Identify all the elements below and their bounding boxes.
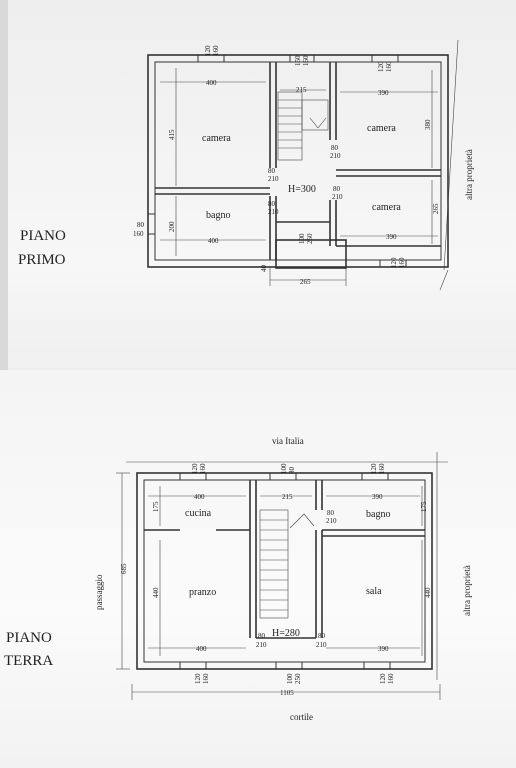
staircase bbox=[277, 91, 329, 161]
window-label: 160 bbox=[199, 463, 207, 474]
dim-label: 390 bbox=[372, 493, 383, 501]
dim-label: 40 bbox=[260, 265, 268, 273]
outer-wall bbox=[136, 472, 433, 670]
dim-label: 215 bbox=[296, 86, 307, 94]
door-label: 80 bbox=[268, 167, 276, 175]
dim-label: 215 bbox=[282, 493, 293, 501]
dim-label: 390 bbox=[378, 89, 389, 97]
dim-label: 390 bbox=[378, 645, 389, 653]
dim-label: 400 bbox=[196, 645, 207, 653]
dim-label: 200 bbox=[168, 221, 176, 232]
door-label: 210 bbox=[316, 641, 327, 649]
door-label: 80 bbox=[327, 509, 335, 517]
door-label: 80 bbox=[333, 185, 341, 193]
window-label: 120 bbox=[379, 673, 387, 684]
window-label: 100 bbox=[286, 673, 294, 684]
neighbor-label: altra proprietà bbox=[464, 149, 474, 200]
courtyard-label: cortile bbox=[290, 712, 313, 722]
height-label: H=300 bbox=[288, 184, 316, 195]
first-floor-plan bbox=[147, 39, 459, 291]
street-label: via Italia bbox=[272, 436, 304, 446]
window-label: 80 bbox=[137, 221, 145, 229]
window-label: 250 bbox=[294, 673, 302, 684]
window-label: 160 bbox=[378, 463, 386, 474]
room-bagno: bagno bbox=[366, 509, 390, 520]
window-label: 160 bbox=[387, 673, 395, 684]
dim-label: 175 bbox=[420, 501, 428, 512]
window-label: 120 bbox=[390, 257, 398, 268]
door-label: 80 bbox=[331, 144, 339, 152]
dim-label: 440 bbox=[152, 587, 160, 598]
window-label: 100 bbox=[298, 233, 306, 244]
ground-floor-title-line2: TERRA bbox=[4, 653, 53, 669]
passage-label: passaggio bbox=[94, 574, 104, 610]
room-cucina: cucina bbox=[185, 508, 212, 519]
window-label: 150 bbox=[294, 55, 302, 66]
dim-label: 1105 bbox=[280, 689, 294, 697]
door-label: 80 bbox=[268, 200, 276, 208]
door-label: 80 bbox=[258, 632, 266, 640]
room-pranzo: pranzo bbox=[189, 587, 216, 598]
door-label: 80 bbox=[318, 632, 326, 640]
dim-label: 390 bbox=[386, 233, 397, 241]
window-label: 120 bbox=[370, 463, 378, 474]
dim-label: 415 bbox=[168, 129, 176, 140]
window-label: 160 bbox=[133, 230, 144, 238]
window-label: 160 bbox=[202, 673, 210, 684]
door-label: 210 bbox=[326, 517, 337, 525]
door-label: 210 bbox=[268, 175, 279, 183]
window-label: 120 bbox=[194, 673, 202, 684]
dim-label: 380 bbox=[424, 119, 432, 130]
window-label: 120 bbox=[191, 463, 199, 474]
window-label: 160 bbox=[212, 45, 220, 56]
door-label: 210 bbox=[332, 193, 343, 201]
lower-sheet bbox=[0, 370, 516, 768]
window-label: 160 bbox=[385, 61, 393, 72]
dim-label: 685 bbox=[120, 563, 128, 574]
dim-label: 265 bbox=[432, 203, 440, 214]
room-sala: sala bbox=[366, 586, 382, 597]
door-label: 210 bbox=[256, 641, 267, 649]
dim-label: 265 bbox=[300, 278, 311, 286]
window-label: 120 bbox=[204, 45, 212, 56]
window-label: 160 bbox=[398, 257, 406, 268]
dim-label: 400 bbox=[206, 79, 217, 87]
window-label: 100 bbox=[280, 463, 288, 474]
room-bagno: bagno bbox=[206, 210, 230, 221]
neighbor-label: altra proprietà bbox=[462, 565, 472, 616]
first-floor-title-line1: PIANO bbox=[20, 228, 66, 244]
window-label: 160 bbox=[302, 55, 310, 66]
door-label: 210 bbox=[268, 208, 279, 216]
first-floor-title-line2: PRIMO bbox=[18, 252, 66, 268]
room-camera-top-right: camera bbox=[367, 123, 396, 134]
window-label: 120 bbox=[377, 61, 385, 72]
height-label: H=280 bbox=[272, 628, 300, 639]
dim-label: 175 bbox=[152, 501, 160, 512]
door-label: 210 bbox=[330, 152, 341, 160]
window-label: 80 bbox=[288, 467, 296, 475]
room-camera-left: camera bbox=[202, 133, 231, 144]
balcony bbox=[275, 239, 347, 269]
dim-label: 440 bbox=[424, 587, 432, 598]
room-camera-bottom-right: camera bbox=[372, 202, 401, 213]
staircase bbox=[259, 509, 315, 619]
ground-floor-plan bbox=[116, 452, 448, 700]
dim-label: 400 bbox=[194, 493, 205, 501]
dim-label: 400 bbox=[208, 237, 219, 245]
window-label: 250 bbox=[306, 233, 314, 244]
ground-floor-title-line1: PIANO bbox=[6, 630, 52, 646]
